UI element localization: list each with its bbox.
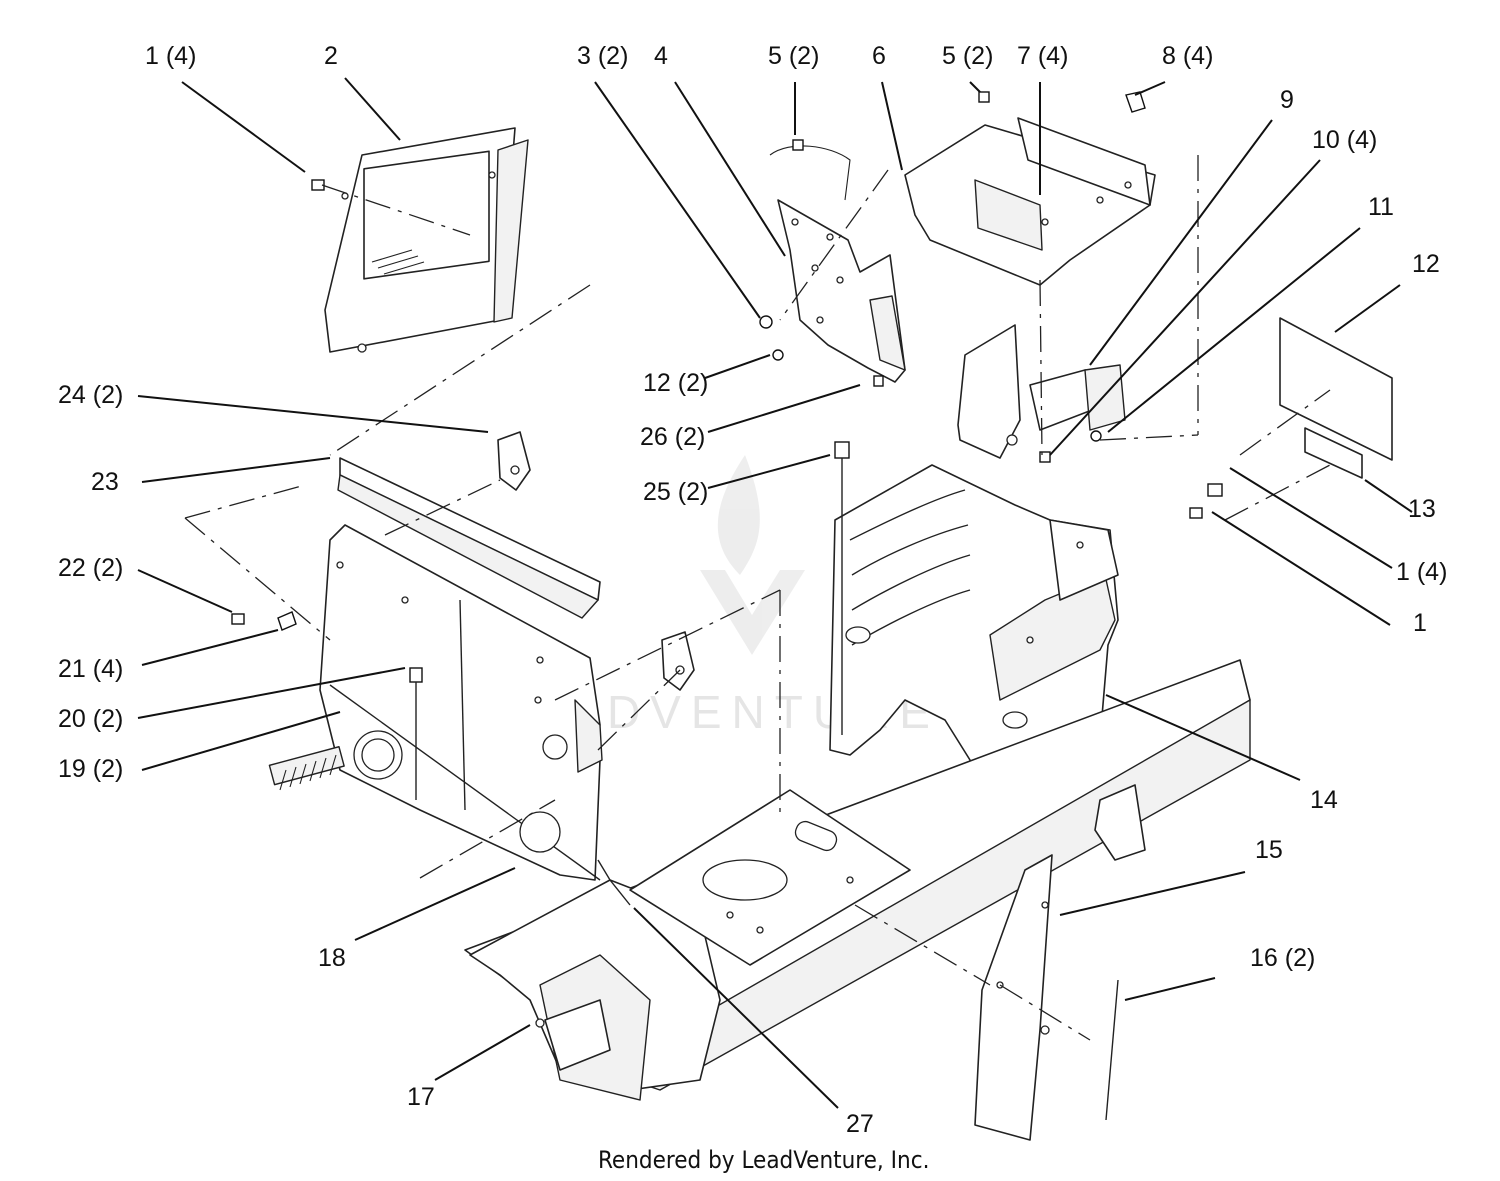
callout-26: 26 (2) — [640, 423, 705, 451]
part-15-right-panel — [974, 854, 1053, 1141]
callout-27: 27 — [846, 1110, 874, 1138]
callout-13: 13 — [1408, 495, 1436, 523]
part-23-trim-strip — [337, 457, 601, 619]
part-19-spring — [268, 746, 345, 791]
part-6-battery-tray — [904, 117, 1156, 286]
callout-17: 17 — [407, 1083, 435, 1111]
callout-25: 25 (2) — [643, 478, 708, 506]
callout-18: 18 — [318, 944, 346, 972]
part-mounting-plate — [629, 789, 911, 966]
callout-7: 7 (4) — [1017, 42, 1068, 70]
part-13-decal — [1304, 427, 1363, 479]
part-4-bracket — [769, 145, 906, 383]
leader-lines — [137, 77, 1413, 1109]
part-2-dash-panel — [324, 127, 529, 353]
part-18-side-panel — [319, 524, 603, 881]
part-20-bolt — [409, 667, 423, 800]
footer-credit: Rendered by LeadVenture, Inc. — [598, 1146, 929, 1174]
part-25-bolt — [834, 441, 850, 735]
callout-23: 23 — [91, 468, 119, 496]
callout-14: 14 — [1310, 786, 1338, 814]
callout-3: 3 (2) — [577, 42, 628, 70]
callout-1-4-top: 1 (4) — [145, 42, 196, 70]
callout-20: 20 (2) — [58, 705, 123, 733]
callout-6: 6 — [872, 42, 886, 70]
part-16-strip — [1105, 979, 1119, 1121]
callout-16: 16 (2) — [1250, 944, 1315, 972]
part-1-screw-right-lower — [1189, 507, 1203, 519]
part-12-decal — [1279, 317, 1393, 461]
callout-1-4-right: 1 (4) — [1396, 558, 1447, 586]
callout-11: 11 — [1368, 193, 1394, 221]
callout-24: 24 (2) — [58, 381, 123, 409]
part-9-bracket — [957, 324, 1126, 459]
callout-5-left: 5 (2) — [768, 42, 819, 70]
part-1-screw-right-upper — [1207, 483, 1223, 497]
assembly-lines — [184, 155, 1331, 1041]
part-24-bracket-lower — [661, 631, 695, 691]
part-27-wire — [597, 859, 631, 906]
callout-15: 15 — [1255, 836, 1283, 864]
callout-9: 9 — [1280, 86, 1294, 114]
callout-4: 4 — [654, 42, 668, 70]
small-hardware — [759, 91, 1102, 463]
part-21-clip — [277, 611, 297, 631]
callout-10: 10 (4) — [1312, 126, 1377, 154]
callout-2: 2 — [324, 42, 338, 70]
callout-12-2: 12 (2) — [643, 369, 708, 397]
callout-21: 21 (4) — [58, 655, 123, 683]
part-17-bracket — [535, 999, 611, 1071]
part-24-bracket-upper — [497, 431, 531, 491]
callout-1: 1 — [1413, 609, 1427, 637]
callout-12: 12 — [1412, 250, 1440, 278]
callout-5-right: 5 (2) — [942, 42, 993, 70]
part-22-screw — [231, 613, 245, 625]
part-8-nut — [1125, 91, 1146, 113]
callout-22: 22 (2) — [58, 554, 123, 582]
callout-labels: 1 (4) 2 3 (2) 4 5 (2) 6 5 (2) 7 (4) 8 (4… — [58, 42, 1447, 1138]
callout-19: 19 (2) — [58, 755, 123, 783]
callout-8: 8 (4) — [1162, 42, 1213, 70]
